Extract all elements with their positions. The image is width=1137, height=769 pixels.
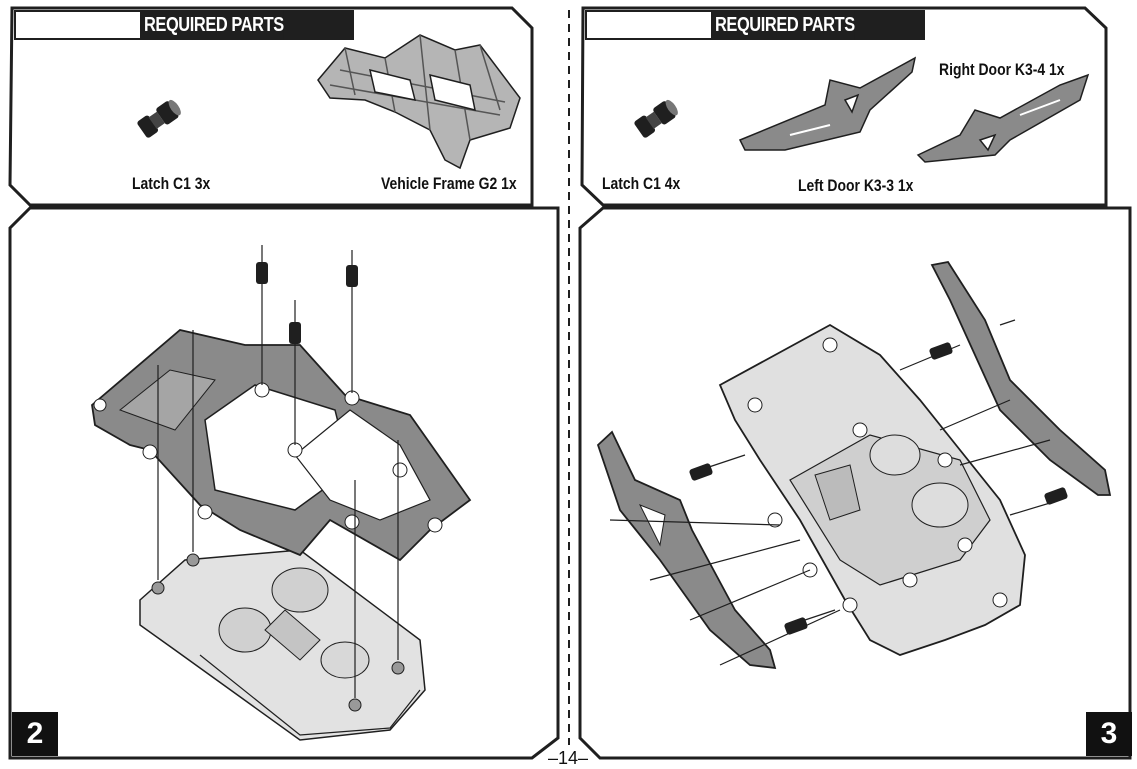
- required-parts-title-left: REQUIRED PARTS: [144, 10, 284, 40]
- page-number: –14–: [548, 748, 589, 768]
- part-label-latch-right: Latch C1 4x: [602, 174, 681, 193]
- part-label-right-door: Right Door K3-4 1x: [939, 60, 1065, 79]
- step-number-2: 2: [12, 712, 58, 756]
- right-door-icon: [916, 73, 1090, 163]
- left-door-icon: [738, 56, 917, 151]
- part-label-left-door: Left Door K3-3 1x: [798, 176, 914, 195]
- latch-icon: [634, 99, 678, 138]
- vehicle-frame-icon: [317, 34, 521, 170]
- part-label-latch: Latch C1 3x: [132, 174, 211, 193]
- latch-icon: [137, 99, 181, 138]
- part-label-vehicle-frame: Vehicle Frame G2 1x: [381, 174, 517, 193]
- step-number-3: 3: [1086, 712, 1132, 756]
- required-parts-title-right: REQUIRED PARTS: [715, 10, 855, 40]
